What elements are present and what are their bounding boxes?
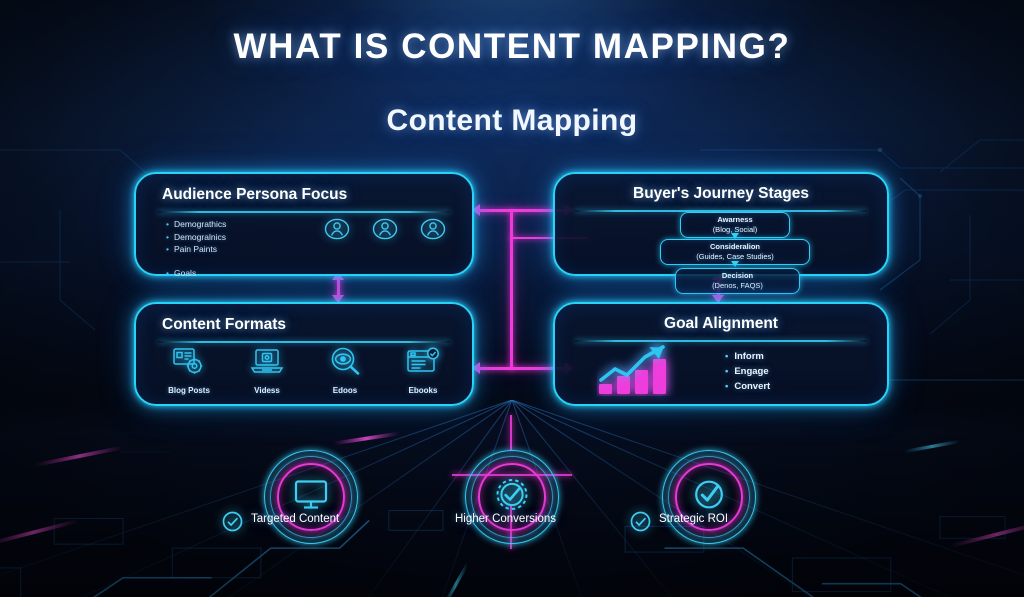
- format-item-ebooks[interactable]: Ebooks: [388, 346, 458, 395]
- connector-arrow-left-down: [332, 295, 344, 303]
- bullet-item: Demograthics: [166, 218, 226, 231]
- check-shield-icon: [690, 476, 728, 519]
- laptop-video-icon: [250, 349, 284, 380]
- card-divider: [158, 341, 450, 343]
- badge-rings: [264, 450, 358, 544]
- stage-consideration[interactable]: Consideralion (Guides, Case Studies): [660, 239, 810, 265]
- stage-name: Decision: [721, 271, 754, 280]
- card-title: Content Formats: [162, 316, 286, 333]
- card-buyers-journey-stages[interactable]: Buyer's Journey Stages Awarness (Blog, S…: [553, 172, 889, 294]
- outcome-higher-conversions[interactable]: [465, 450, 559, 544]
- goal-item: Convert: [725, 379, 770, 394]
- card-title: Audience Persona Focus: [162, 186, 348, 203]
- format-label: Edoos: [332, 386, 358, 395]
- format-label: Ebooks: [408, 386, 438, 395]
- stage-detail: (Denos, FAQS): [712, 280, 763, 290]
- stage-detail: (Blog, Social): [712, 224, 758, 234]
- format-item-blog-posts[interactable]: Blog Posts: [154, 346, 224, 395]
- persona-icon-row: [324, 216, 446, 247]
- connector-center-spine: [510, 210, 513, 370]
- format-item-edoos[interactable]: Edoos: [310, 346, 380, 395]
- card-divider: [575, 210, 867, 212]
- connector-top-arm: [479, 209, 571, 212]
- page-subtitle: Content Mapping: [386, 104, 638, 137]
- connector-arrow-left-top: [472, 204, 480, 216]
- goal-bullet-list: Inform Engage Convert: [725, 349, 770, 394]
- card-audience-persona-focus[interactable]: Audience Persona Focus Demograthics Demo…: [134, 172, 474, 279]
- gauge-check-icon: [493, 476, 531, 519]
- badge-rings: [465, 450, 559, 544]
- card-title: Goal Alignment: [664, 315, 778, 332]
- stage-detail: (Guides, Case Studies): [696, 251, 774, 261]
- audience-bullet-list: Demograthics Demogralnics Pain Paints Go…: [166, 218, 226, 279]
- user-circle-icon: [420, 216, 446, 247]
- blog-document-gear-icon: [172, 348, 206, 380]
- check-circle-icon: [222, 511, 243, 537]
- goal-item: Inform: [725, 349, 770, 364]
- content-format-row: Blog Posts Videss: [150, 346, 462, 395]
- growth-bar-chart-arrow-icon: [597, 342, 683, 401]
- magnifier-eye-icon: [328, 347, 362, 380]
- stage-name: Awarness: [717, 215, 753, 224]
- connector-arrow-right-down: [712, 295, 724, 303]
- goal-body: Inform Engage Convert: [555, 342, 887, 401]
- stage-name: Consideralion: [709, 242, 760, 251]
- connector-bottom-feed: [510, 415, 513, 451]
- connector-bottom-arm: [479, 367, 571, 370]
- stage-arrow-down-icon: [731, 233, 739, 239]
- card-divider: [575, 340, 867, 342]
- card-goal-alignment[interactable]: Goal Alignment Inform: [553, 302, 889, 406]
- connector-journey-branch: [510, 237, 588, 240]
- outcome-label: Targeted Content: [251, 513, 340, 525]
- connector-arrow-left-up: [332, 272, 344, 280]
- bullet-item: Goals: [166, 267, 226, 280]
- ebook-document-icon: [406, 347, 440, 380]
- connector-left-vertical: [337, 278, 340, 302]
- user-circle-icon: [372, 216, 398, 247]
- format-label: Videss: [254, 386, 280, 395]
- page-title: WHAT IS CONTENT MAPPING?: [233, 27, 791, 66]
- connector-arrow-left-bottom: [472, 362, 480, 374]
- card-title: Buyer's Journey Stages: [633, 185, 809, 202]
- bullet-item: Demogralnics: [166, 231, 226, 244]
- format-label: Blog Posts: [168, 386, 210, 395]
- user-circle-icon: [324, 216, 350, 247]
- stage-arrow-down-icon: [731, 261, 739, 267]
- format-item-videos[interactable]: Videss: [232, 346, 302, 395]
- card-content-formats[interactable]: Content Formats Blog Posts: [134, 302, 474, 406]
- monitor-icon: [293, 479, 329, 516]
- bullet-item: Pain Paints: [166, 243, 226, 256]
- outcome-label: Strategic ROI: [659, 513, 729, 525]
- card-divider: [158, 211, 450, 213]
- outcome-strategic-roi[interactable]: [662, 450, 756, 544]
- outcome-label: Higher Conversions: [455, 513, 556, 525]
- outcome-targeted-content[interactable]: [264, 450, 358, 544]
- badge-rings: [662, 450, 756, 544]
- check-circle-icon: [630, 511, 651, 537]
- goal-item: Engage: [725, 364, 770, 379]
- stage-decision[interactable]: Decision (Denos, FAQS): [675, 268, 800, 294]
